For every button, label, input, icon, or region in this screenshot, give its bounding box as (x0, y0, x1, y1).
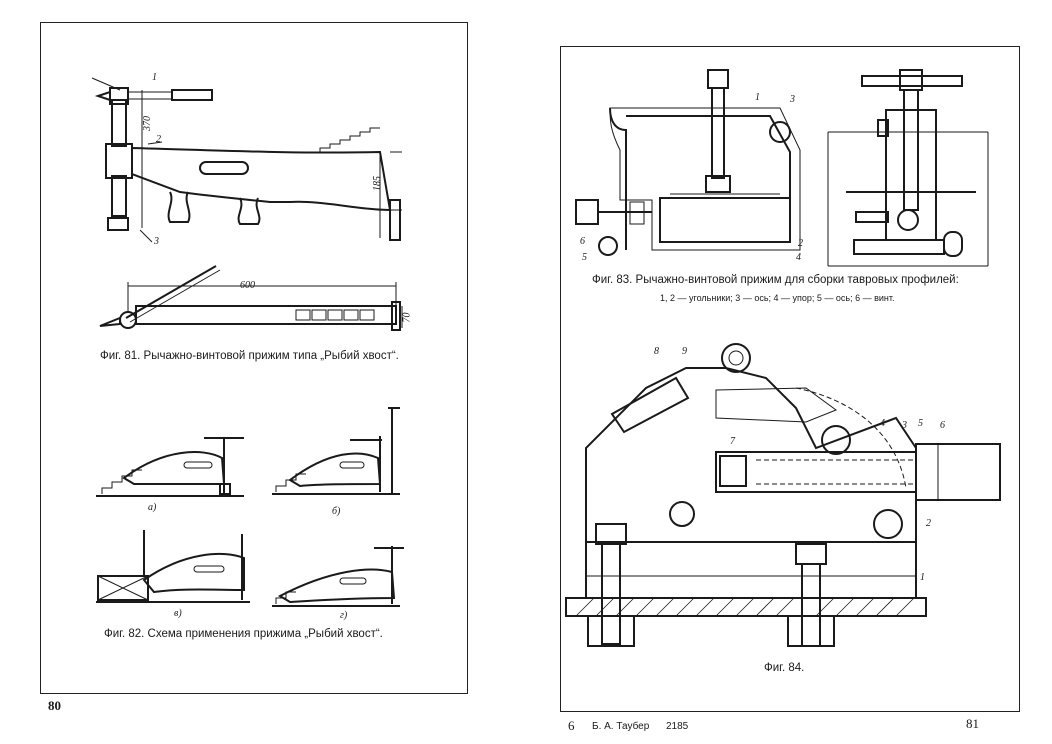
fig81-dim-depth: 185 (372, 176, 383, 191)
fig82-scheme-b (272, 407, 400, 495)
fig83-front-view-drawing (575, 69, 801, 256)
fig84-callout-8: 8 (654, 346, 659, 357)
fig81-dim-height: 370 (142, 116, 153, 131)
fig82-label-a: а) (148, 502, 157, 513)
fig83-caption: Фиг. 83. Рычажно-винтовой прижим для сбо… (592, 274, 959, 286)
fig81-dim-width: 70 (401, 312, 413, 323)
fig82-label-b: б) (332, 506, 341, 517)
fig83-side-view-drawing (827, 69, 989, 267)
fig84-callout-3: 3 (902, 420, 907, 431)
fig82-scheme-g (272, 546, 404, 607)
fig83-callout-2: 2 (798, 238, 803, 249)
fig84-callout-2: 2 (926, 518, 931, 529)
fig84-callout-1: 1 (920, 572, 925, 583)
fig84-callout-4: 4 (880, 418, 885, 429)
left-page-number: 80 (48, 698, 61, 713)
fig84-drawing (565, 343, 1001, 647)
signature-code: 2185 (666, 721, 689, 732)
fig83-callout-6: 6 (580, 236, 585, 247)
fig84-caption: Фиг. 84. (764, 662, 805, 674)
fig84-callout-9: 9 (682, 346, 687, 357)
fig84-callout-6: 6 (940, 420, 945, 431)
fig81-side-view-drawing (91, 77, 402, 243)
fig82-label-v: в) (174, 608, 182, 619)
fig83-callout-3: 3 (790, 94, 795, 105)
signature-author: Б. А. Таубер (592, 721, 650, 732)
fig82-label-g: г) (340, 610, 348, 621)
fig82-caption: Фиг. 82. Схема применения прижима „Рыбий… (104, 628, 383, 640)
fig82-scheme-a (96, 437, 244, 497)
fig81-caption: Фиг. 81. Рычажно-винтовой прижим типа „Р… (100, 350, 399, 362)
fig81-plan-view-drawing (99, 265, 403, 331)
fig81-dim-length: 600 (240, 280, 255, 291)
right-page-number: 81 (966, 716, 979, 731)
fig81-callout-1: 1 (152, 72, 157, 83)
fig84-callout-7: 7 (730, 436, 735, 447)
fig84-callout-5: 5 (918, 418, 923, 429)
fig81-callout-2: 2 (156, 134, 161, 145)
signature-mark: 6 (568, 718, 575, 733)
fig83-callout-5: 5 (582, 252, 587, 263)
fig83-legend: 1, 2 — угольники; 3 — ось; 4 — упор; 5 —… (660, 293, 895, 303)
fig81-callout-3: 3 (154, 236, 159, 247)
fig83-callout-4: 4 (796, 252, 801, 263)
fig82-scheme-v (96, 530, 250, 603)
fig83-callout-1: 1 (755, 92, 760, 103)
